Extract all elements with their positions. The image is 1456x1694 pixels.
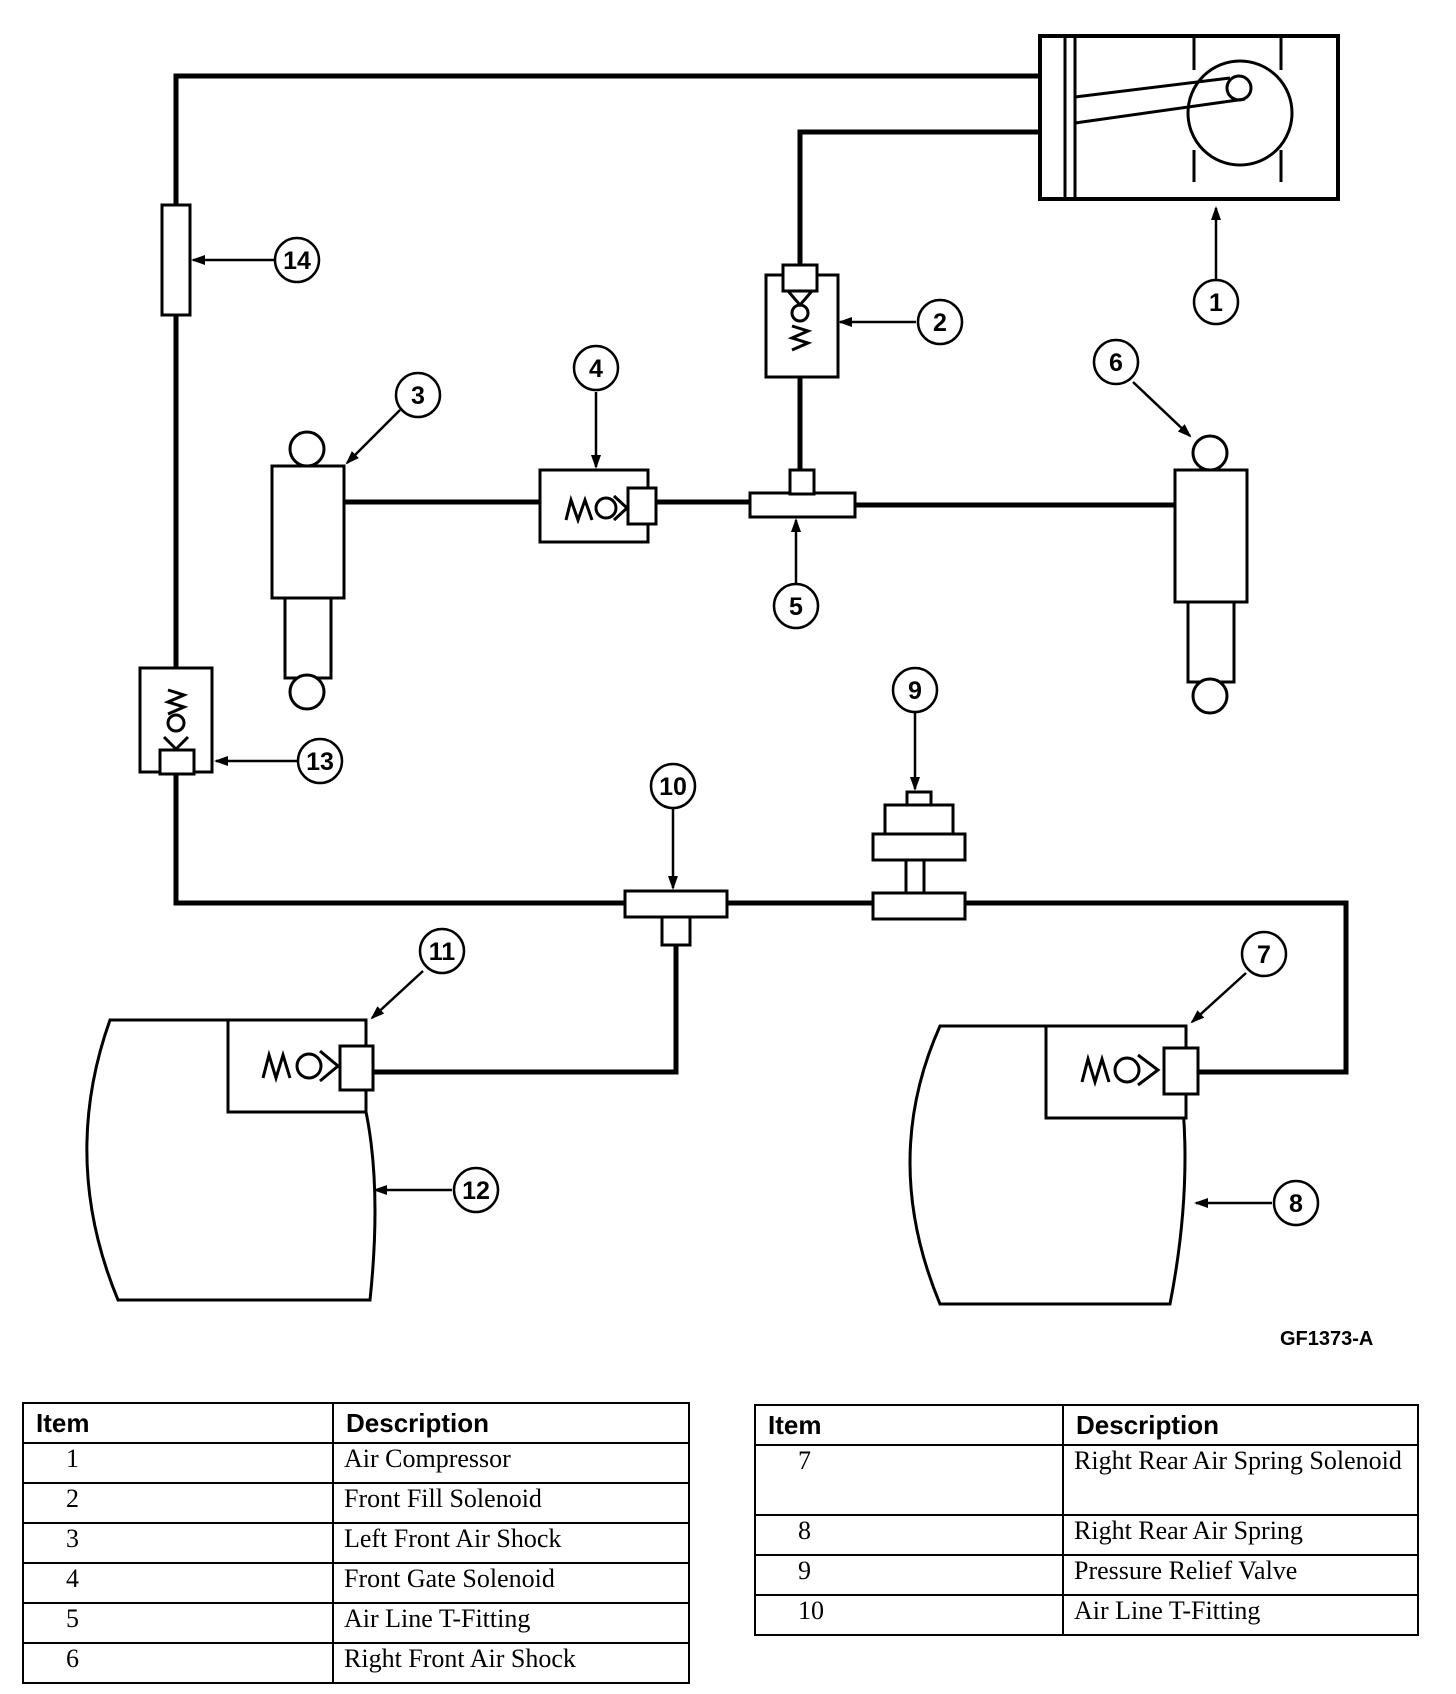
item-number: 9 bbox=[754, 1554, 1064, 1596]
item-number: 8 bbox=[754, 1514, 1064, 1556]
callout-5 bbox=[772, 582, 820, 630]
t-fitting-front bbox=[748, 468, 857, 519]
description-column-header: Description bbox=[1062, 1404, 1419, 1446]
callout-label-6: 6 bbox=[1109, 349, 1123, 377]
table-row: 7 Right Rear Air Spring Solenoid bbox=[754, 1444, 1419, 1516]
callout-label-7: 7 bbox=[1257, 941, 1271, 969]
item-number: 10 bbox=[754, 1594, 1064, 1636]
legend-table-left: Item Description 1 Air Compressor 2 Fron… bbox=[22, 1402, 690, 1684]
table-row: 1 Air Compressor bbox=[22, 1442, 690, 1484]
callout-2 bbox=[916, 298, 964, 346]
callout-6 bbox=[1092, 338, 1140, 386]
callout-label-1: 1 bbox=[1209, 289, 1223, 317]
figure-id: GF1373-A bbox=[1280, 1328, 1374, 1350]
callout-label-5: 5 bbox=[789, 593, 803, 621]
callout-label-3: 3 bbox=[411, 382, 425, 410]
callout-label-14: 14 bbox=[283, 247, 311, 275]
pressure-relief-valve bbox=[871, 790, 967, 921]
t-fitting-rear bbox=[623, 889, 729, 947]
right-front-air-shock bbox=[1173, 434, 1249, 715]
callout-8 bbox=[1272, 1179, 1320, 1227]
air-compressor bbox=[1038, 34, 1340, 201]
front-fill-solenoid bbox=[764, 263, 840, 379]
callout-7 bbox=[1240, 930, 1288, 978]
callout-label-8: 8 bbox=[1289, 1190, 1303, 1218]
callout-14 bbox=[273, 236, 321, 284]
callout-4 bbox=[572, 344, 620, 392]
table-row: 9 Pressure Relief Valve bbox=[754, 1554, 1419, 1596]
callout-label-9: 9 bbox=[908, 677, 922, 705]
left-rear-air-spring-solenoid bbox=[226, 1018, 375, 1114]
item-description: Front Fill Solenoid bbox=[332, 1482, 690, 1524]
callout-1 bbox=[1192, 278, 1240, 326]
item-description: Air Line T-Fitting bbox=[1062, 1594, 1419, 1636]
callout-label-4: 4 bbox=[589, 355, 603, 383]
rear-fill-solenoid bbox=[138, 666, 214, 776]
callout-3 bbox=[394, 371, 442, 419]
legend-header-row: Item Description bbox=[754, 1404, 1419, 1446]
description-column-header: Description bbox=[332, 1402, 690, 1444]
table-row: 2 Front Fill Solenoid bbox=[22, 1482, 690, 1524]
callout-label-11: 11 bbox=[429, 938, 456, 966]
callout-10 bbox=[649, 762, 697, 810]
table-row: 5 Air Line T-Fitting bbox=[22, 1602, 690, 1644]
callout-9 bbox=[891, 666, 939, 714]
table-row: 4 Front Gate Solenoid bbox=[22, 1562, 690, 1604]
inline-filter bbox=[160, 203, 192, 317]
table-row: 6 Right Front Air Shock bbox=[22, 1642, 690, 1684]
callout-label-12: 12 bbox=[462, 1177, 490, 1205]
callout-11 bbox=[418, 927, 466, 975]
item-column-header: Item bbox=[22, 1402, 334, 1444]
item-column-header: Item bbox=[754, 1404, 1064, 1446]
item-description: Right Rear Air Spring Solenoid bbox=[1062, 1444, 1419, 1516]
item-description: Right Rear Air Spring bbox=[1062, 1514, 1419, 1556]
callout-label-13: 13 bbox=[306, 748, 334, 776]
item-number: 5 bbox=[22, 1602, 334, 1644]
item-description: Right Front Air Shock bbox=[332, 1642, 690, 1684]
item-description: Front Gate Solenoid bbox=[332, 1562, 690, 1604]
left-front-air-shock bbox=[270, 430, 346, 711]
item-number: 7 bbox=[754, 1444, 1064, 1516]
item-number: 1 bbox=[22, 1442, 334, 1484]
legend-header-row: Item Description bbox=[22, 1402, 690, 1444]
table-row: 10 Air Line T-Fitting bbox=[754, 1594, 1419, 1636]
callout-circles bbox=[273, 236, 1320, 1227]
table-row: 3 Left Front Air Shock bbox=[22, 1522, 690, 1564]
legend-table-right: Item Description 7 Right Rear Air Spring… bbox=[754, 1404, 1419, 1636]
item-description: Left Front Air Shock bbox=[332, 1522, 690, 1564]
air-suspension-diagram: 1 2 3 4 5 6 7 8 9 10 11 12 13 14 bbox=[85, 34, 1349, 1306]
callout-labels: 1 2 3 4 5 6 7 8 9 10 11 12 13 14 bbox=[283, 247, 1303, 1218]
table-row: 8 Right Rear Air Spring bbox=[754, 1514, 1419, 1556]
air-lines bbox=[173, 73, 1349, 1075]
callout-13 bbox=[296, 737, 344, 785]
item-description: Air Line T-Fitting bbox=[332, 1602, 690, 1644]
front-gate-solenoid bbox=[538, 468, 658, 544]
item-number: 3 bbox=[22, 1522, 334, 1564]
callout-label-2: 2 bbox=[933, 309, 947, 337]
item-number: 2 bbox=[22, 1482, 334, 1524]
leader-lines bbox=[191, 206, 1272, 1208]
item-number: 4 bbox=[22, 1562, 334, 1604]
item-description: Pressure Relief Valve bbox=[1062, 1554, 1419, 1596]
item-number: 6 bbox=[22, 1642, 334, 1684]
item-description: Air Compressor bbox=[332, 1442, 690, 1484]
right-rear-air-spring-solenoid bbox=[1044, 1024, 1200, 1120]
callout-12 bbox=[452, 1166, 500, 1214]
callout-label-10: 10 bbox=[659, 773, 687, 801]
